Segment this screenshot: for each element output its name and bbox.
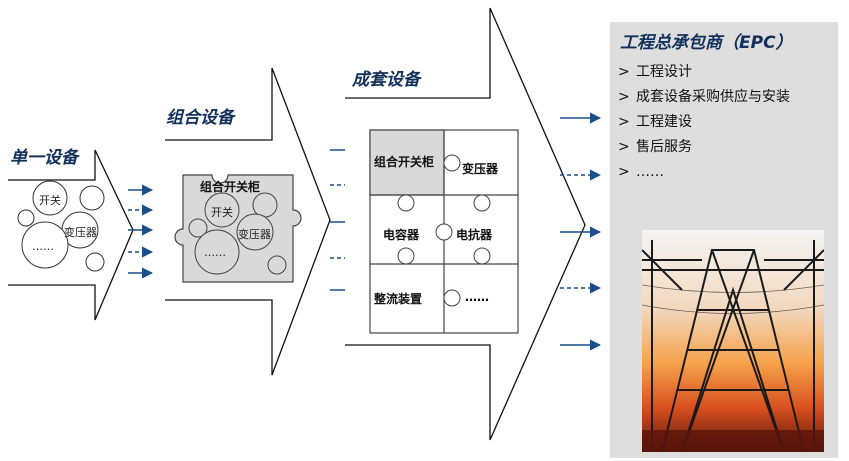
knob-2 <box>397 194 415 212</box>
knob-3 <box>473 194 491 212</box>
knob-5 <box>397 247 415 265</box>
single-transformer-label: 变压器 <box>64 226 97 239</box>
combined-ellipsis-label: …… <box>204 246 226 259</box>
bullet-marker: > <box>618 139 630 155</box>
epc-panel: 工程总承包商（EPC） > 工程设计 > 成套设备采购供应与安装 > 工程建设 > 售后… <box>610 22 838 458</box>
combined-circle-transformer <box>236 213 274 251</box>
piece-switchgear-label: 组合开关柜 <box>374 155 435 169</box>
combined-header-label: 组合开关柜 <box>200 180 261 194</box>
piece-switchgear-bg <box>369 129 445 196</box>
single-circle-switch <box>32 180 68 216</box>
knob-6 <box>473 247 491 265</box>
tower-illustration <box>642 230 824 452</box>
single-circle-ellipsis <box>21 221 69 269</box>
arrows-stage1-to-stage2 <box>128 184 154 279</box>
piece-rectifier-label: 整流装置 <box>374 292 423 306</box>
combined-equipment-group <box>165 67 331 376</box>
knob-7 <box>443 289 461 307</box>
piece-transformer-label: 变压器 <box>462 162 499 176</box>
epc-item: > …… <box>618 162 833 183</box>
single-switch-label: 开关 <box>39 194 61 207</box>
epc-item-text: 工程设计 <box>636 64 692 80</box>
single-equipment-group <box>8 149 134 321</box>
epc-item-text: 工程建设 <box>636 114 692 130</box>
combined-switch-label: 开关 <box>211 206 233 219</box>
knob-4 <box>435 223 453 241</box>
epc-item-text: 成套设备采购供应与安装 <box>636 89 790 105</box>
piece-ellipsis-label: …… <box>465 290 489 304</box>
knob-1 <box>443 154 461 172</box>
transmission-tower-photo <box>642 230 824 452</box>
single-ellipsis-label: …… <box>32 240 54 253</box>
epc-item-text: …… <box>636 164 664 180</box>
combined-stage-title: 组合设备 <box>166 108 234 128</box>
combined-circle-top-right <box>252 192 278 218</box>
bullet-marker: > <box>618 64 630 80</box>
combined-circle-ellipsis <box>194 229 240 275</box>
complete-stage-title: 成套设备 <box>352 70 420 90</box>
epc-list: > 工程设计 > 成套设备采购供应与安装 > 工程建设 > 售后服务 > …… <box>618 62 833 187</box>
bullet-marker: > <box>618 164 630 180</box>
epc-item: > 售后服务 <box>618 137 833 158</box>
single-stage-title: 单一设备 <box>10 148 78 168</box>
epc-title: 工程总承包商（EPC） <box>620 33 793 53</box>
combined-circle-switch <box>204 192 240 228</box>
combined-circle-bottom-right <box>267 255 287 275</box>
epc-item: > 工程设计 <box>618 62 833 83</box>
epc-item: > 工程建设 <box>618 112 833 133</box>
combined-transformer-label: 变压器 <box>238 228 271 241</box>
single-circle-small-left <box>17 209 35 227</box>
epc-item: > 成套设备采购供应与安装 <box>618 87 833 108</box>
arrows-stage3-to-epc <box>560 112 602 351</box>
combined-circle-left-small <box>188 218 208 238</box>
piece-capacitor-label: 电容器 <box>383 228 420 242</box>
bullet-marker: > <box>618 114 630 130</box>
single-circle-small-right <box>85 252 105 272</box>
single-circle-big <box>79 185 105 211</box>
complete-equipment-group <box>345 7 586 441</box>
piece-reactor-label: 电抗器 <box>456 228 493 242</box>
epc-item-text: 售后服务 <box>636 139 692 155</box>
bullet-marker: > <box>618 89 630 105</box>
